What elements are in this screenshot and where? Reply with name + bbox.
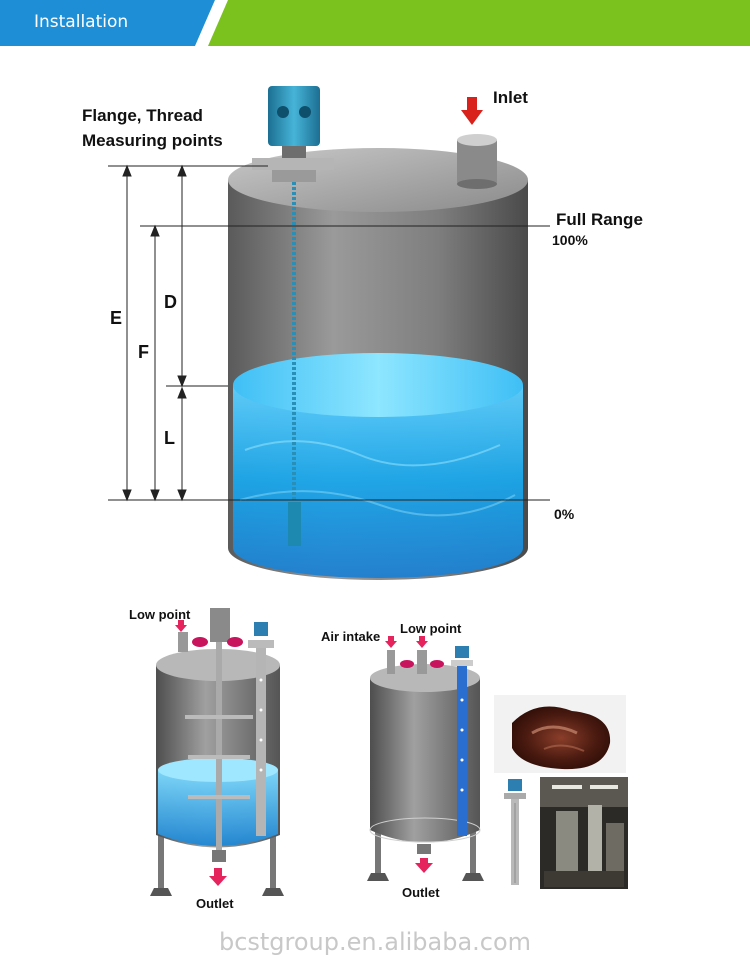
left-mixing-tank (150, 608, 284, 896)
paste-photo (494, 695, 626, 773)
dimension-d-label: D (164, 292, 177, 312)
dimension-f-label: F (138, 342, 149, 362)
flange-label: Flange, Thread (82, 106, 203, 125)
inlet-arrow-icon (461, 97, 483, 125)
header-banner (0, 0, 750, 46)
main-tank-diagram (108, 86, 550, 580)
percent-100-label: 100% (552, 232, 588, 248)
air-intake-arrow-icon (385, 636, 397, 648)
left-low-point-label: Low point (129, 607, 191, 622)
measuring-points-label: Measuring points (82, 131, 223, 150)
full-range-label: Full Range (556, 210, 643, 229)
tank-liquid (233, 353, 523, 578)
percent-0-label: 0% (554, 506, 575, 522)
dimension-e-label: E (110, 308, 123, 328)
watermark: bcstgroup.en.alibaba.com (218, 928, 532, 956)
outlet-arrow-icon (209, 868, 227, 886)
right-low-point-arrow-icon (416, 636, 428, 648)
low-point-arrow-icon (175, 620, 187, 632)
reference-lines (108, 164, 550, 502)
factory-photo (540, 777, 628, 889)
product-photos (494, 695, 628, 889)
air-intake-label: Air intake (321, 629, 381, 644)
level-sensor (252, 86, 334, 546)
right-low-point-label: Low point (400, 621, 462, 636)
dimension-l-label: L (164, 428, 175, 448)
left-outlet-label: Outlet (196, 896, 234, 911)
sensor-photo (494, 777, 536, 889)
right-outlet-label: Outlet (402, 885, 440, 900)
right-outlet-arrow-icon (415, 858, 433, 873)
inlet-pipe (457, 134, 497, 189)
inlet-label: Inlet (493, 88, 528, 107)
header-title: Installation (34, 12, 129, 32)
right-storage-tank (367, 636, 484, 881)
